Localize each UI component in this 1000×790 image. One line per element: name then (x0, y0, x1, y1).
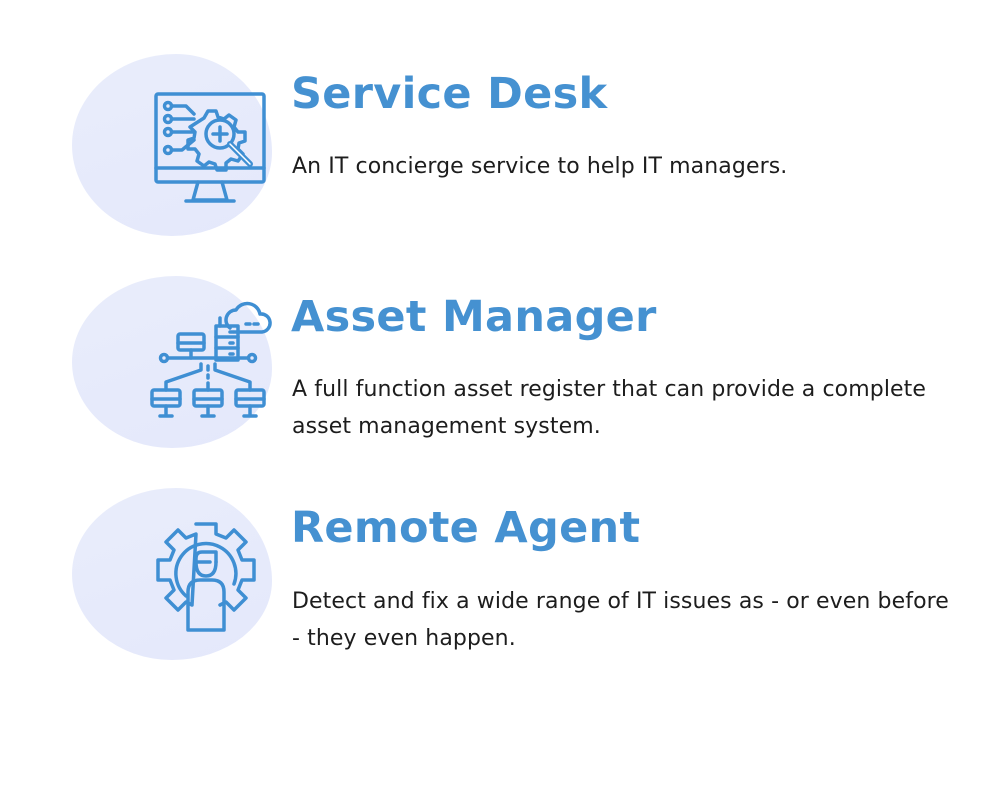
feature-title: Asset Manager (291, 292, 657, 342)
feature-description: An IT concierge service to help IT manag… (292, 154, 788, 179)
icon-background-blob (72, 488, 272, 660)
network-server-cloud-icon (146, 300, 272, 424)
feature-title: Service Desk (291, 69, 608, 119)
gear-person-icon (148, 518, 264, 638)
feature-description: Detect and fix a wide range of IT issues… (292, 589, 949, 651)
monitor-gear-search-icon (150, 88, 270, 208)
feature-title: Remote Agent (291, 503, 641, 553)
feature-description: A full function asset register that can … (292, 377, 927, 439)
